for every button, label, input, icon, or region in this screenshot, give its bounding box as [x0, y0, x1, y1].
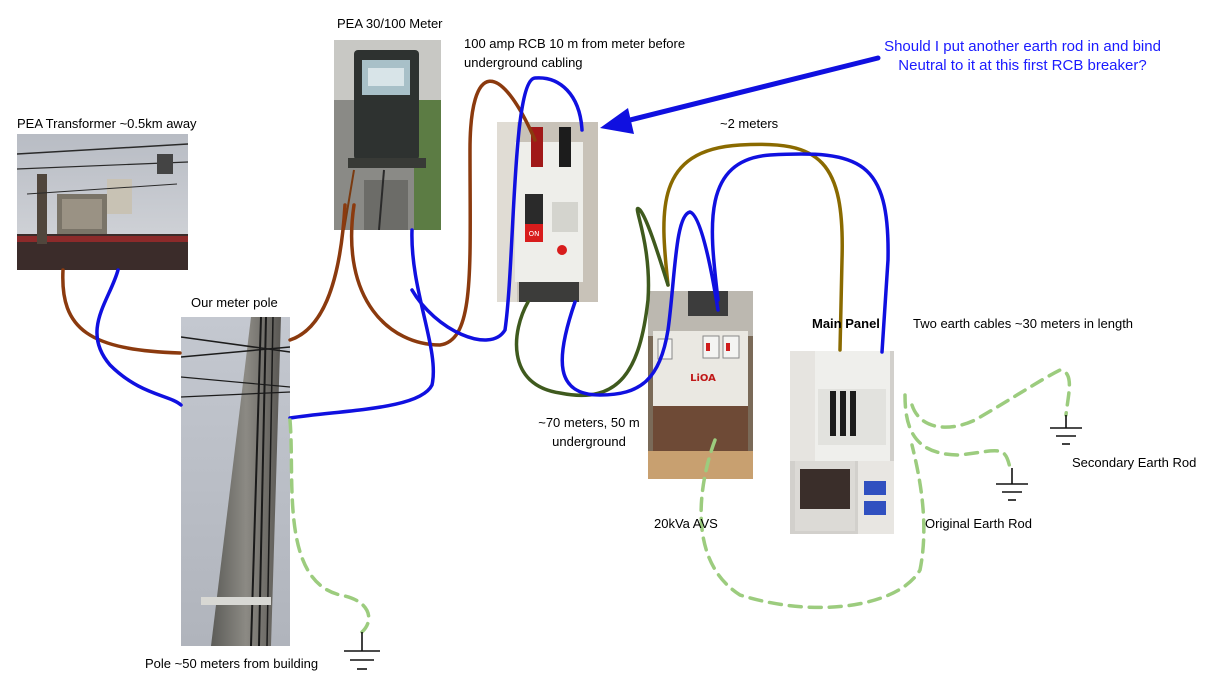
earth-symbol-pole: [344, 632, 380, 670]
question-arrow-line: [619, 55, 881, 125]
blue-wire-transformer-to-pole: [95, 268, 183, 407]
secondary-rod-label: Secondary Earth Rod: [1072, 455, 1197, 470]
original-rod-label: Original Earth Rod: [925, 516, 1032, 531]
brown-wire-meter-to-rcb: [349, 79, 537, 347]
olive-wire-avs-to-panel: [662, 142, 844, 352]
main-panel-photo: [790, 351, 894, 534]
green-wire-rcb-to-avs: [514, 206, 670, 398]
earth-symbol-secondary-rod: [1050, 415, 1082, 445]
rcb-photo: ON: [497, 122, 598, 302]
transformer-label: PEA Transformer ~0.5km away: [17, 116, 197, 131]
blue-wire-rcb-to-avs: [560, 210, 720, 397]
avs-brand-text: LiOA: [690, 373, 716, 384]
avs-photo: LiOA: [648, 291, 753, 479]
two-meters-label: ~2 meters: [720, 116, 779, 131]
earth-cable-avs-to-panel: [699, 438, 926, 610]
underground-label: ~70 meters, 50 m underground: [538, 415, 640, 449]
question-arrow-head: [600, 108, 634, 134]
earth-cable-original-rod: [903, 393, 1012, 470]
blue-wire-meter-to-rcb: [410, 76, 584, 342]
breaker-on-text: ON: [529, 230, 540, 238]
meter-photo: [334, 40, 441, 230]
rcb-label: 100 amp RCB 10 m from meter before under…: [464, 36, 686, 70]
brown-wire-pole-to-meter: [288, 203, 347, 342]
question-label: Should I put another earth rod in and bi…: [884, 38, 1161, 74]
blue-wire-avs-to-panel: [710, 152, 890, 354]
meter-pole-label: Our meter pole: [191, 295, 278, 310]
earth-symbol-original-rod: [996, 468, 1028, 501]
main-panel-label: Main Panel: [812, 316, 880, 331]
meter-label: PEA 30/100 Meter: [337, 16, 443, 31]
meter-pole-photo: [181, 317, 290, 646]
transformer-photo: [17, 134, 188, 270]
brown-wire-transformer-to-pole: [61, 268, 182, 355]
avs-label: 20kVa AVS: [654, 516, 718, 531]
earth-cables-label: Two earth cables ~30 meters in length: [913, 316, 1134, 331]
pole-distance-label: Pole ~50 meters from building: [145, 656, 319, 671]
earth-cable-secondary-rod: [910, 368, 1072, 429]
earth-cable-pole: [288, 418, 371, 634]
blue-wire-pole-to-meter: [288, 228, 435, 420]
